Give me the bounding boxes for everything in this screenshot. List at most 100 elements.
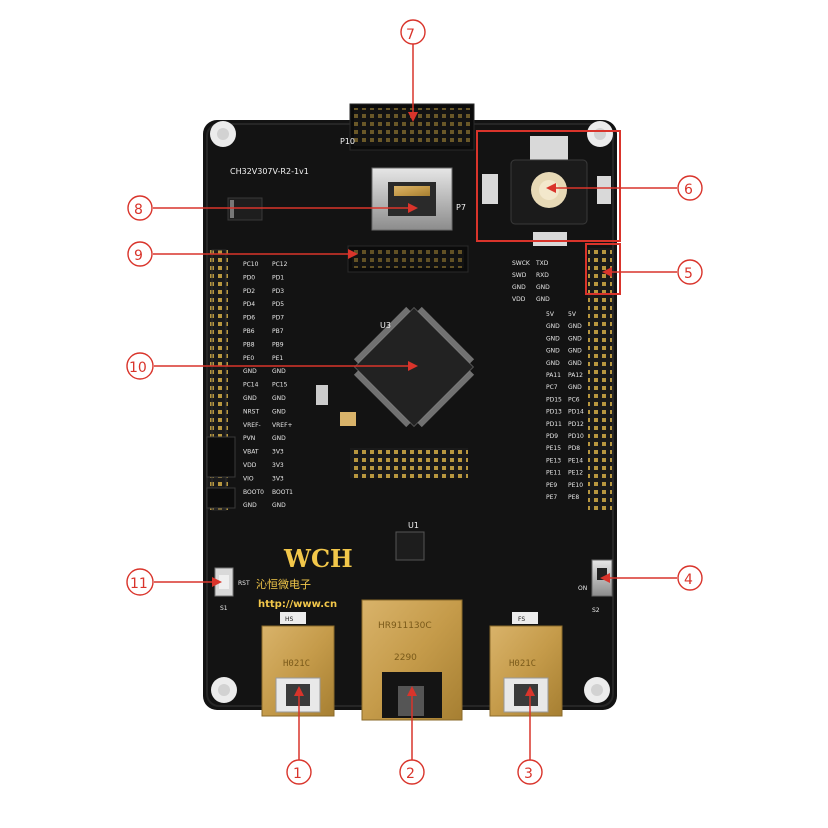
pin-label: 3V3 bbox=[272, 449, 284, 456]
pin-label: PC10 bbox=[243, 261, 259, 268]
label-u1: U1 bbox=[408, 521, 419, 530]
pin-label: GND bbox=[272, 502, 286, 509]
pin-label: PD1 bbox=[272, 274, 284, 281]
usb-hs-port: HS H021C bbox=[261, 612, 335, 717]
pin-label: PD2 bbox=[243, 288, 255, 295]
pin-label: GND bbox=[568, 348, 582, 355]
label-s2: S2 bbox=[592, 607, 600, 614]
label-hs: HS bbox=[285, 616, 294, 623]
pin-label: GND bbox=[536, 296, 550, 303]
left-pin-labels: PC10PD0PD2PD4PD6PB6PB8PE0GNDPC14GNDNRSTV… bbox=[243, 261, 264, 509]
pin-label: GND bbox=[272, 435, 286, 442]
pin-label: GND bbox=[272, 368, 286, 375]
board-url: http://www.cn bbox=[258, 599, 337, 610]
pin-label: SWD bbox=[512, 272, 527, 279]
standoff-bottom-left bbox=[211, 677, 237, 703]
pin-label: PA12 bbox=[568, 372, 583, 379]
pin-label: GND bbox=[568, 335, 582, 342]
pin-label: PE1 bbox=[272, 355, 283, 362]
pin-label: PD7 bbox=[272, 315, 284, 322]
pin-label: GND bbox=[546, 360, 560, 367]
header-p3 bbox=[347, 245, 469, 273]
right-pin-header bbox=[588, 248, 612, 510]
pin-label: GND bbox=[546, 335, 560, 342]
callout-box-6 bbox=[476, 130, 621, 242]
pin-label: GND bbox=[546, 323, 560, 330]
callout-1: 1 bbox=[293, 766, 302, 782]
pin-label: PD11 bbox=[546, 421, 562, 428]
pin-label: GND bbox=[536, 284, 550, 291]
pin-label: GND bbox=[568, 323, 582, 330]
pin-label: PC14 bbox=[243, 382, 259, 389]
label-rst: RST bbox=[238, 580, 250, 587]
callout-7: 7 bbox=[406, 27, 415, 43]
standoff-bottom-right bbox=[584, 677, 610, 703]
callout-8: 8 bbox=[134, 202, 143, 218]
pin-label: PD15 bbox=[546, 396, 562, 403]
pin-label: 3V3 bbox=[272, 475, 284, 482]
callout-box-5 bbox=[585, 243, 621, 295]
pin-label: PC12 bbox=[272, 261, 288, 268]
callout-6: 6 bbox=[684, 182, 693, 198]
pin-label: PD8 bbox=[568, 445, 580, 452]
pin-label: VIO bbox=[243, 475, 254, 482]
pin-label: PC7 bbox=[546, 384, 558, 391]
callout-9: 9 bbox=[134, 248, 143, 264]
right-pin-labels-2: 5VGNDGNDGNDGNDPA12GNDPC6PD14PD12PD10PD8P… bbox=[568, 311, 584, 501]
pin-label: PE8 bbox=[568, 494, 579, 501]
pin-label: PE11 bbox=[546, 470, 561, 477]
pin-label: PC6 bbox=[568, 396, 580, 403]
usb-fs-port: FS H021C bbox=[489, 612, 563, 717]
pin-label: PB6 bbox=[243, 328, 255, 335]
label-p10: P10 bbox=[340, 137, 355, 146]
rj45-port: HR911130C 2290 bbox=[361, 599, 463, 721]
ic-u1: U1 bbox=[395, 521, 425, 561]
callout-3: 3 bbox=[524, 766, 533, 782]
callout-10: 10 bbox=[129, 360, 147, 376]
pin-label: NRST bbox=[243, 408, 259, 415]
left-pin-labels-2: PC12PD1PD3PD5PD7PB7PB9PE1GNDPC15GNDGNDVR… bbox=[272, 261, 293, 509]
user-button-area bbox=[482, 136, 611, 246]
header-p10: P10 bbox=[340, 103, 475, 151]
standoff-top-right bbox=[587, 121, 613, 147]
logo-subtitle: 沁恒微电子 bbox=[256, 577, 311, 591]
label-switch-on: ON bbox=[578, 585, 587, 592]
pin-label: VREF- bbox=[243, 422, 261, 429]
usb-fs-marking: H021C bbox=[509, 659, 536, 669]
pin-label: TXD bbox=[535, 260, 549, 267]
pin-label: PD10 bbox=[568, 433, 584, 440]
pin-label: GND bbox=[243, 368, 257, 375]
jumper-headers bbox=[206, 436, 236, 509]
right-pin-labels: 5VGNDGNDGNDGNDPA11PC7PD15PD13PD11PD9PE15… bbox=[546, 311, 562, 501]
pin-label: PE13 bbox=[546, 457, 561, 464]
pin-label: 3V3 bbox=[272, 462, 284, 469]
pin-label: PD9 bbox=[546, 433, 558, 440]
pin-label: PE14 bbox=[568, 457, 583, 464]
pin-label: GND bbox=[568, 384, 582, 391]
pin-label: PC15 bbox=[272, 382, 288, 389]
pin-label: GND bbox=[243, 395, 257, 402]
rj45-marking-1: HR911130C bbox=[378, 621, 432, 631]
ic-u8 bbox=[227, 197, 263, 221]
pin-label: PD14 bbox=[568, 409, 584, 416]
pin-label: PD6 bbox=[243, 315, 255, 322]
pin-label: GND bbox=[272, 395, 286, 402]
usb-hs-marking: H021C bbox=[283, 659, 310, 669]
pin-label: GND bbox=[546, 348, 560, 355]
callout-4: 4 bbox=[684, 572, 693, 588]
callout-11: 11 bbox=[130, 576, 148, 592]
pin-label: VREF+ bbox=[272, 422, 293, 429]
board-model: CH32V307V-R2-1v1 bbox=[230, 167, 309, 176]
header-middle bbox=[350, 448, 468, 478]
pin-label: GND bbox=[512, 284, 526, 291]
pin-label: BOOT1 bbox=[272, 489, 293, 496]
label-u3: U3 bbox=[380, 321, 391, 330]
pin-label: PD0 bbox=[243, 274, 255, 281]
pin-label: PE15 bbox=[546, 445, 561, 452]
pin-label: VBAT bbox=[243, 449, 259, 456]
pin-label: PB9 bbox=[272, 341, 284, 348]
standoff-top-left bbox=[210, 121, 236, 147]
label-s1: S1 bbox=[220, 605, 228, 612]
